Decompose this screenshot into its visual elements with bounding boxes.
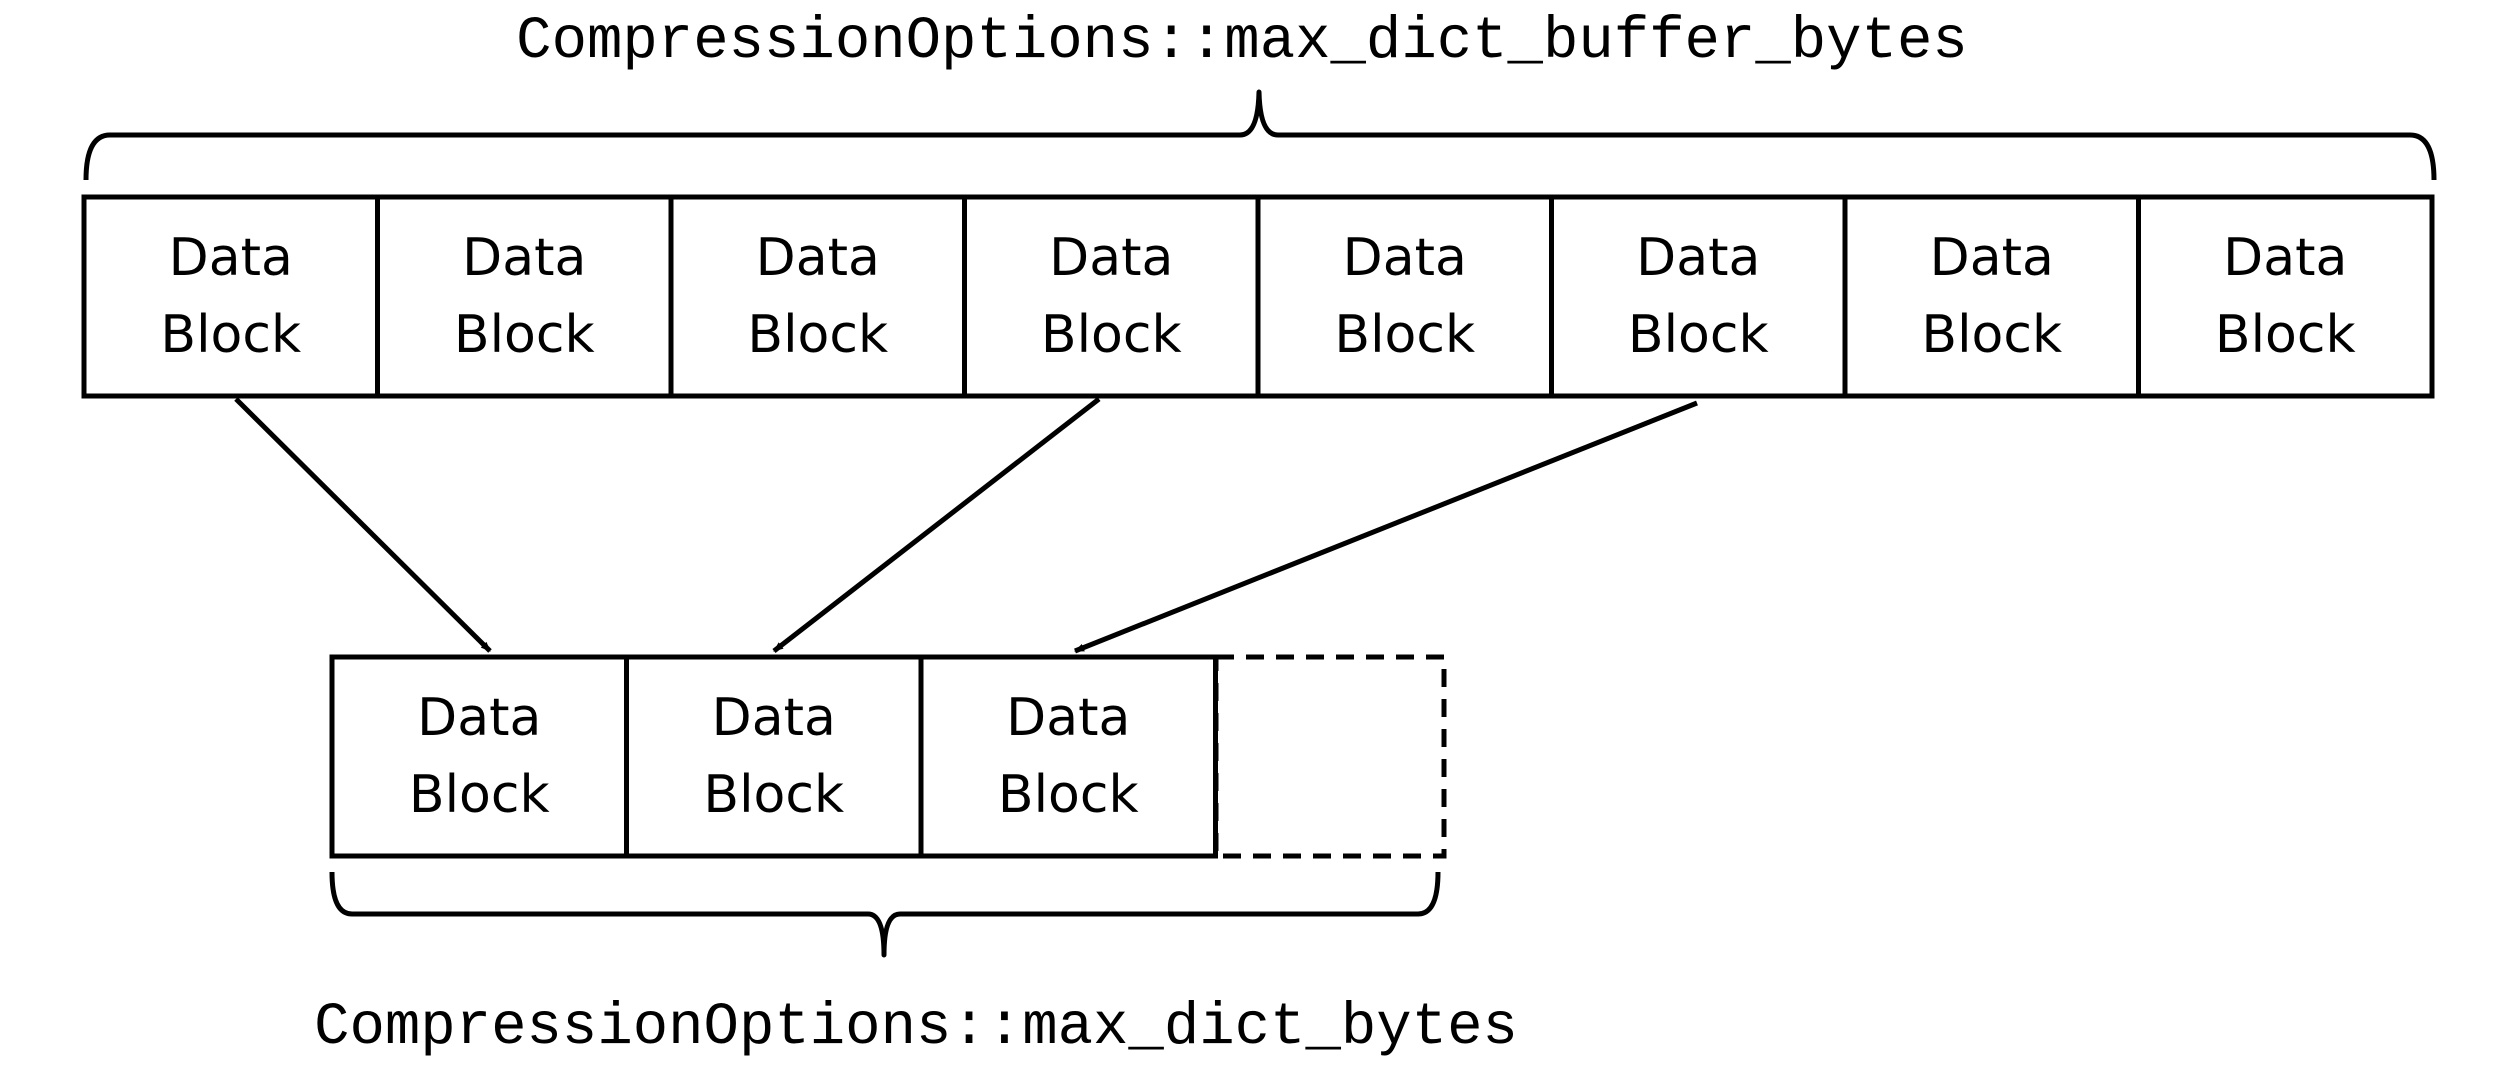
buffer-data-block-box <box>81 194 380 399</box>
dict-data-block-label-line2: Block <box>998 765 1139 825</box>
buffer-data-block-label-line1: Data <box>462 228 586 288</box>
sampling-arrow-1 <box>234 397 492 653</box>
dict-data-block-box <box>624 654 924 859</box>
buffer-data-block-label-line1: Data <box>1930 228 2054 288</box>
buffer-data-block-label-line1: Data <box>1049 228 1173 288</box>
buffer-data-block-box <box>1255 194 1554 399</box>
max-dict-bytes-label: CompressionOptions::max_dict_bytes <box>314 994 1518 1061</box>
buffer-block-row: DataBlockDataBlockDataBlockDataBlockData… <box>81 194 2435 399</box>
max-dict-buffer-bytes-label: CompressionOptions::max_dict_buffer_byte… <box>516 8 1968 75</box>
buffer-data-block-label-line1: Data <box>756 228 880 288</box>
buffer-data-block-label-line2: Block <box>1334 305 1475 365</box>
buffer-data-block-box <box>2136 194 2435 399</box>
buffer-data-block-label-line1: Data <box>2223 228 2347 288</box>
buffer-data-block-box <box>962 194 1261 399</box>
buffer-data-block-label-line2: Block <box>454 305 595 365</box>
buffer-brace <box>83 89 2437 181</box>
dict-data-block-label-line1: Data <box>712 688 836 748</box>
buffer-data-block-label-line2: Block <box>747 305 888 365</box>
buffer-data-block-label-line1: Data <box>1343 228 1467 288</box>
dict-data-block-label-line1: Data <box>417 688 541 748</box>
sampling-arrow-3 <box>1074 400 1698 654</box>
dict-data-block-box <box>918 654 1218 859</box>
dict-brace <box>329 871 1441 958</box>
buffer-data-block-label-line2: Block <box>160 305 301 365</box>
buffer-data-block-label-line1: Data <box>1636 228 1760 288</box>
buffer-data-block-box <box>1842 194 2141 399</box>
buffer-data-block-label-line2: Block <box>1041 305 1182 365</box>
dictionary-free-space <box>1213 654 1447 859</box>
buffer-data-block-box <box>668 194 967 399</box>
buffer-data-block-box <box>1549 194 1848 399</box>
dict-data-block-label-line1: Data <box>1006 688 1130 748</box>
buffer-data-block-label-line2: Block <box>1628 305 1769 365</box>
sampling-arrow-2 <box>772 397 1101 653</box>
dict-data-block-box <box>329 654 629 859</box>
buffer-data-block-label-line2: Block <box>1921 305 2062 365</box>
buffer-data-block-box <box>375 194 674 399</box>
buffer-data-block-label-line1: Data <box>169 228 293 288</box>
dict-data-block-label-line2: Block <box>703 765 844 825</box>
dict-data-block-label-line2: Block <box>409 765 550 825</box>
buffer-data-block-label-line2: Block <box>2215 305 2356 365</box>
sampling-arrows <box>234 397 1698 654</box>
